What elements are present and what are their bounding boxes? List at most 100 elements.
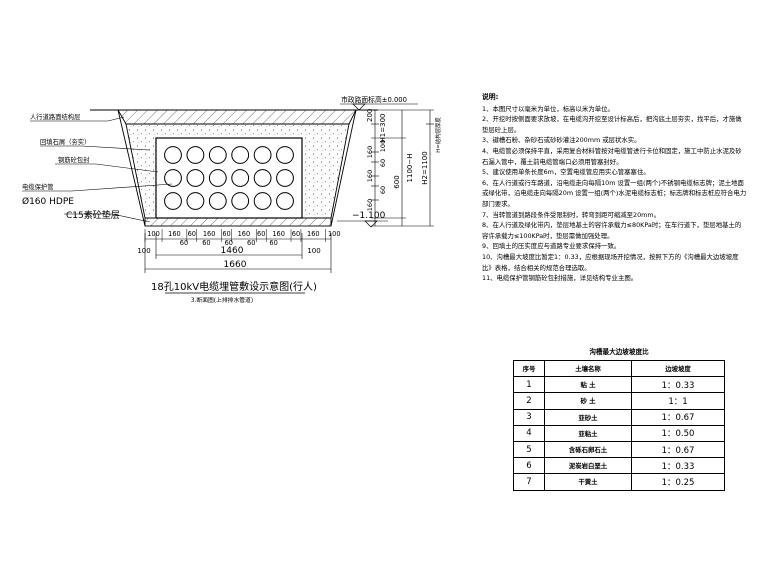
conduit-pipe — [253, 146, 272, 164]
conduit-pipe — [276, 169, 294, 187]
row-slope: 1：0.50 — [631, 424, 725, 442]
dim-v-60a: 60 — [379, 159, 387, 167]
note-item: 4、电缆管必须保持平直，采用复合材料管按对电缆管进行卡位和固定，施工中防止水泥及… — [482, 146, 742, 166]
notes-title: 说明: — [482, 93, 499, 101]
dim-row-gap: 60 — [225, 239, 233, 247]
drawing-subcaption: 3.断面图(上排排水管道) — [191, 296, 253, 304]
dim-v-h2: H2=1100 — [421, 151, 429, 184]
note-item: 1、本图尺寸以毫米为单位，标高以米为单位。 — [482, 104, 614, 113]
vertical-dimensions — [371, 109, 434, 227]
dim-row-gap: 60 — [247, 239, 255, 247]
conduit-pipe — [164, 192, 182, 210]
conduit-pipe — [231, 169, 250, 187]
conduit-pipe — [186, 146, 205, 164]
dim-v-60b: 60 — [379, 186, 387, 194]
dim-row-spacing: 60 — [257, 230, 265, 238]
note-item: 6、在人行道或行车路道，沿电缆走向每隔10m 设置一组(两个)不锈钢电缆标志牌；… — [482, 178, 747, 208]
label-conduit-spec: Ø160 HDPE — [22, 196, 74, 207]
conduit-pipe — [253, 169, 272, 187]
note-item: 3、键槽石粉、杂砂石或砂砂灌注200mm 或层状水实。 — [482, 136, 641, 145]
dim-row-spacing: 160 — [307, 230, 320, 238]
row-slope: 1：0.33 — [631, 457, 725, 475]
label-pavement-layer: 人行道路面结构层 — [30, 112, 80, 121]
note-item: 8、在人行道及绿化带内，垫层地基土的容许承载力≤80KPa时；在车行道下，垫层地… — [482, 221, 742, 240]
row-index: 1 — [513, 376, 545, 394]
conduit-pipe — [276, 146, 294, 164]
row-index: 4 — [513, 424, 545, 442]
conduit-pipe — [186, 192, 205, 210]
dim-v-1100h: 1100−H — [406, 154, 414, 183]
note-item: 10、沟槽最大坡度比暂定1：0.33，应根据现场开挖情况，按照下方的《沟槽最大边… — [482, 252, 739, 272]
row-slope: 1：0.67 — [631, 408, 725, 426]
row-slope: 1：0.25 — [631, 473, 725, 491]
label-cushion: C15素砼垫层 — [66, 209, 120, 221]
soil-table-header: 序号 土壤名称 边坡坡度 — [513, 359, 725, 378]
row-index: 3 — [513, 408, 545, 426]
conduit-pipe — [231, 192, 250, 210]
header-slope: 边坡坡度 — [631, 359, 725, 378]
dim-v-160a: 160 — [366, 146, 374, 158]
row-soil-name: 亚粘土 — [544, 424, 632, 442]
dim-row-spacing: 60 — [292, 230, 300, 238]
dim-row-spacing: 100 — [147, 230, 160, 238]
note-item: 11、电缆保护管钢筋砼包封措施，详见结构专业主图。 — [482, 274, 638, 283]
conduit-pipe — [208, 192, 227, 210]
dim-row-spacing: 160 — [168, 230, 181, 238]
conduit-pipe — [276, 192, 294, 210]
dim-width-total: 1660 — [224, 260, 247, 270]
note-item: 5、建议使用单条长度6m，空置电缆管应用实心管塞塞住。 — [482, 168, 650, 177]
dim-row-gap: 60 — [180, 239, 188, 247]
conduit-pipe — [164, 169, 182, 187]
conduit-pipe — [231, 146, 250, 164]
header-index: 序号 — [513, 359, 545, 378]
row-soil-name: 干黄土 — [544, 473, 632, 491]
note-item: 2、开挖时按侧面要求放坡，在电缆沟开挖至设计标高后，把沟底土层夯实，找平后，才施… — [482, 115, 742, 134]
dim-row-gap: 60 — [202, 239, 210, 247]
row-slope: 1：1 — [631, 392, 725, 410]
pavement-layer — [117, 109, 357, 125]
dim-row-spacing: 60 — [188, 230, 196, 238]
horizontal-dimensions — [144, 233, 332, 273]
row-soil-name: 含砾石卵石土 — [544, 440, 632, 459]
row-slope: 1：0.67 — [631, 440, 725, 459]
conduit-pipe — [186, 169, 205, 187]
dim-row-gap: 60 — [269, 239, 277, 247]
label-backfill: 回填石屑（夯实） — [40, 137, 90, 146]
dim-v-160c: 160 — [366, 199, 374, 211]
elevation-marker-top — [352, 103, 366, 111]
dim-v-h1: H1=300 — [379, 114, 387, 143]
row-slope: 1：0.33 — [631, 376, 725, 394]
conduit-pipe — [253, 192, 272, 210]
row-soil-name: 泥炭岩白垩土 — [544, 457, 632, 475]
conduit-grid — [164, 146, 294, 210]
conduit-pipe — [208, 169, 227, 187]
dim-right-end: 100 — [307, 247, 320, 255]
soil-table-title: 沟槽最大边坡坡度比 — [589, 348, 649, 356]
drawing-caption: 18孔10kV电缆埋管敷设示意图(行人) — [151, 280, 317, 293]
left-labels — [22, 116, 173, 223]
trench-right-wall — [330, 109, 357, 227]
notes-section: 说明: 1、本图尺寸以毫米为单位，标高以米为单位。 2、开挖时按侧面要求放坡，在电… — [482, 92, 747, 284]
dim-v-layer: H=结构层厚度 — [434, 117, 442, 153]
row-soil-name: 亚砂土 — [544, 408, 632, 426]
dim-row-spacing: 100 — [328, 230, 341, 238]
row-index: 2 — [513, 392, 545, 410]
notes-list: 1、本图尺寸以毫米为单位，标高以米为单位。 2、开挖时按侧面要求放坡，在电缆沟开挖… — [482, 104, 747, 284]
dim-v-200: 200 — [366, 109, 374, 122]
dim-row-spacing: 160 — [238, 230, 251, 238]
dim-row-spacing: 160 — [203, 230, 216, 238]
bottom-elevation: −1.100 — [352, 211, 386, 221]
row-index: 6 — [513, 457, 545, 475]
dim-v-160b: 160 — [366, 170, 374, 182]
dim-row-spacing: 160 — [272, 230, 285, 238]
dim-v-600: 600 — [393, 175, 401, 188]
header-soil-name: 土壤名称 — [544, 359, 632, 378]
row-soil-name: 砂 土 — [544, 392, 632, 410]
